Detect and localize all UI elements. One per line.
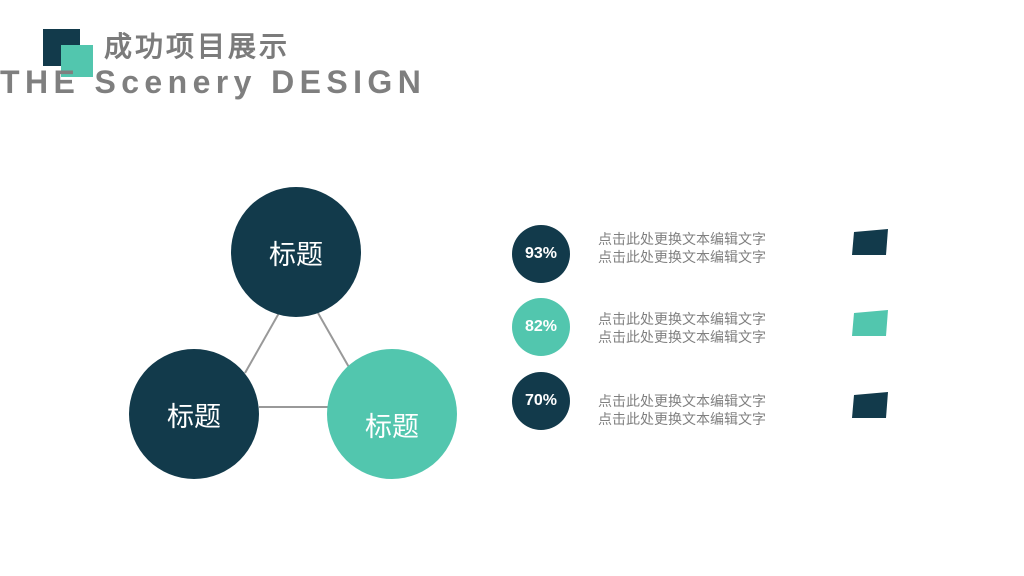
page-subtitle: THE Scenery DESIGN <box>0 64 427 100</box>
page-title: 成功项目展示 <box>104 30 291 63</box>
logo-square-teal <box>61 45 93 77</box>
stat-text-line: 点击此处更换文本编辑文字 <box>598 330 766 346</box>
node-left-label: 标题 <box>167 401 221 433</box>
node-left: 标题 <box>129 349 259 479</box>
stat-percent-3: 70% <box>524 392 558 409</box>
stat-text-line: 点击此处更换文本编辑文字 <box>598 250 766 266</box>
stat-description-1: 点击此处更换文本编辑文字 点击此处更换文本编辑文字 <box>598 231 798 267</box>
stat-marker-2 <box>852 310 888 336</box>
stat-text-line: 点击此处更换文本编辑文字 <box>598 312 766 328</box>
stat-percent-1: 93% <box>524 245 558 262</box>
stat-text-line: 点击此处更换文本编辑文字 <box>598 412 766 428</box>
connector-top-left <box>244 312 280 374</box>
node-right: 标题 <box>327 349 457 479</box>
stat-badge-2: 82% <box>512 298 570 356</box>
node-top: 标题 <box>231 187 361 317</box>
stat-percent-2: 82% <box>524 318 558 335</box>
stat-badge-1: 93% <box>512 225 570 283</box>
node-top-label: 标题 <box>269 239 323 271</box>
node-right-label: 标题 <box>365 411 419 443</box>
stat-marker-3 <box>852 392 888 418</box>
connector-top-right <box>317 312 351 370</box>
stat-text-line: 点击此处更换文本编辑文字 <box>598 394 766 410</box>
stat-marker-1 <box>852 229 888 255</box>
stat-text-line: 点击此处更换文本编辑文字 <box>598 232 766 248</box>
stat-badge-3: 70% <box>512 372 570 430</box>
stat-description-2: 点击此处更换文本编辑文字 点击此处更换文本编辑文字 <box>598 311 798 347</box>
stat-description-3: 点击此处更换文本编辑文字 点击此处更换文本编辑文字 <box>598 393 798 429</box>
